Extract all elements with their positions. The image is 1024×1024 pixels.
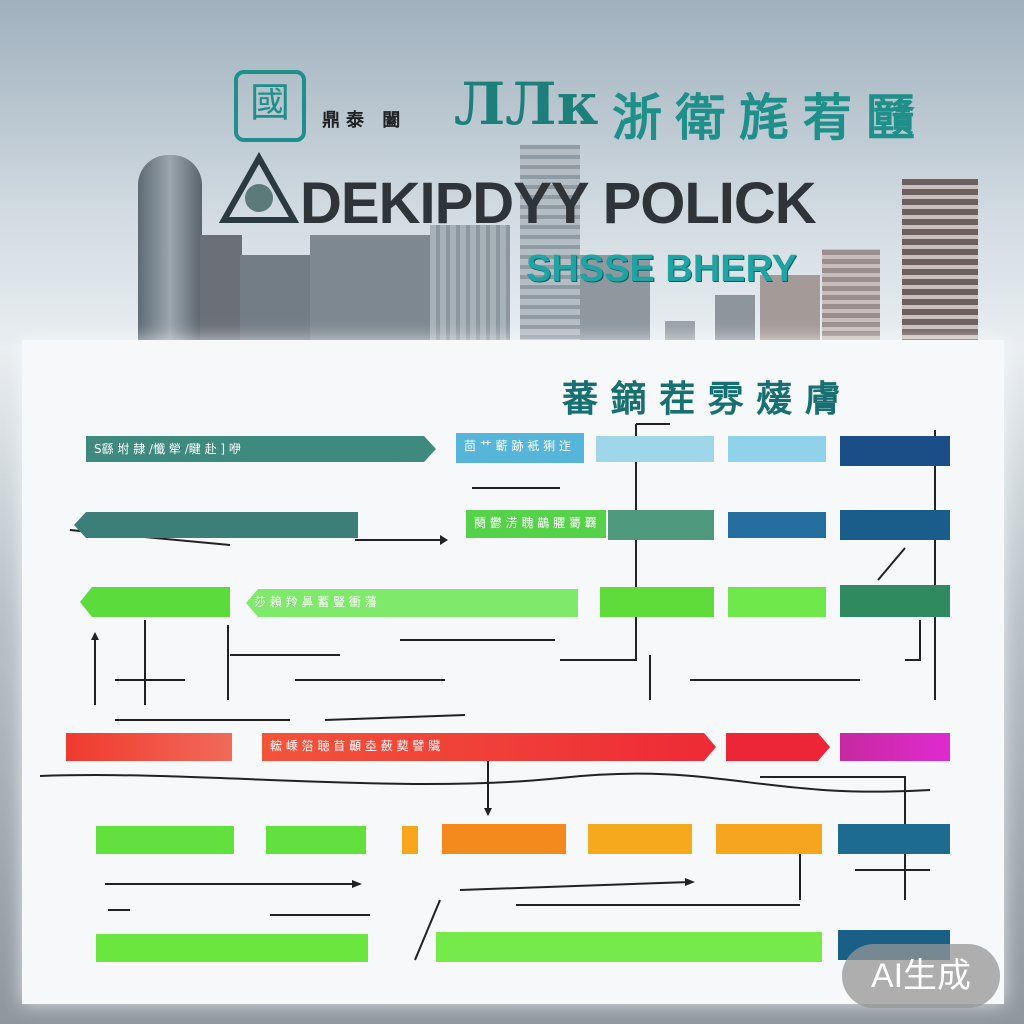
building: [240, 255, 310, 345]
header-chinese-title: 浙 衛 旄 䒴 㔶: [612, 88, 916, 147]
flowchart-title: 蕃 鏑 茬 雰 蕿 膚: [562, 378, 841, 420]
flow-step-bar[interactable]: [608, 510, 714, 540]
building-tower-right: [902, 179, 978, 345]
header-small-text: 鼎泰 闔: [322, 110, 407, 131]
building: [715, 295, 755, 345]
flow-step-bar[interactable]: [728, 587, 826, 617]
header-english-title: DEKIPDYY POLICK: [300, 171, 817, 236]
flow-step-bar[interactable]: [436, 932, 822, 962]
flow-step-bar[interactable]: [728, 436, 826, 462]
building: [580, 255, 650, 345]
building-tower-left: [138, 155, 202, 345]
building: [310, 235, 430, 345]
flow-step-bar[interactable]: S繇 坿 隷 /懺 犖 /睷 赴 ] 咿: [86, 436, 436, 462]
flow-step-bar[interactable]: [600, 587, 714, 617]
building: [822, 249, 880, 345]
header-english-subtitle: SHSSE BHERY: [526, 248, 797, 290]
flow-step-bar[interactable]: [66, 733, 232, 761]
flow-step-bar[interactable]: [266, 826, 366, 854]
flow-step-bar[interactable]: [716, 824, 822, 854]
flow-step-bar[interactable]: [74, 512, 358, 538]
flow-step-bar[interactable]: 𨌆 嵊 箈 聴 苜 顳 坴 蘞 葜 譬 贜: [262, 733, 716, 761]
flow-step-bar[interactable]: 莎 賴 羚 鼻 蓄 豎 衝 藩: [246, 589, 578, 617]
flow-step-bar[interactable]: [838, 824, 950, 854]
flow-step-bar[interactable]: [840, 585, 950, 617]
building: [760, 275, 820, 345]
building: [430, 225, 510, 345]
flow-step-bar[interactable]: [96, 934, 368, 962]
flow-step-bar[interactable]: [840, 733, 950, 761]
flow-step-bar[interactable]: 蔅 鬱 淓 聭 鶓 臞 薥 覉: [466, 510, 606, 538]
flow-step-bar[interactable]: [442, 824, 566, 854]
flow-step-bar[interactable]: [80, 587, 230, 617]
ai-generated-badge: AI生成: [842, 944, 1000, 1008]
flow-step-bar[interactable]: [726, 733, 830, 761]
building: [200, 235, 242, 345]
header-mid-glyph: ЛЛк: [454, 70, 599, 138]
flow-step-bar[interactable]: 茴 艹 蘄 跡 衹 猁 迮: [456, 433, 584, 463]
flow-step-bar[interactable]: [840, 436, 950, 466]
flow-step-bar[interactable]: [96, 826, 234, 854]
flow-step-bar[interactable]: [596, 436, 714, 462]
flow-step-bar[interactable]: [728, 512, 826, 538]
building: [520, 145, 580, 345]
flow-step-bar[interactable]: [840, 510, 950, 540]
seal-logo: 國: [234, 70, 306, 142]
flow-step-bar[interactable]: [588, 824, 692, 854]
flow-step-bar[interactable]: [402, 826, 418, 854]
emblem-icon: [214, 150, 304, 230]
header-skyline: 國 鼎泰 闔 ЛЛк 浙 衛 旄 䒴 㔶 DEKIPDYY POLICK SHS…: [0, 0, 1024, 345]
